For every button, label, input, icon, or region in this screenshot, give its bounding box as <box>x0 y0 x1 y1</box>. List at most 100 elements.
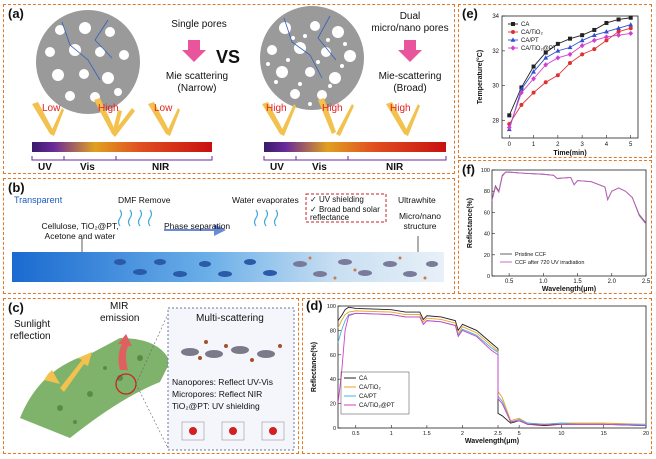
tio2-label: TiO₂@PT: UV shielding <box>172 401 260 411</box>
band-uv-left: UV <box>38 162 52 173</box>
feature-uv: ✓ UV shielding <box>310 195 364 204</box>
legend-box <box>340 371 410 415</box>
data-point <box>628 15 633 20</box>
x-tick-label: 0.5 <box>352 431 360 437</box>
mir-arrow <box>118 334 132 370</box>
data-point <box>531 90 536 95</box>
single-scatter-type: (Narrow) <box>177 83 217 94</box>
data-point <box>591 37 597 43</box>
x-tick-label: 2.0 <box>608 279 617 285</box>
data-point <box>616 29 621 34</box>
y-axis-label: Reflectance(%) <box>311 342 318 392</box>
left-arrow-label-2: High <box>98 103 119 114</box>
panel-b-process <box>12 193 444 282</box>
data-point <box>531 64 536 69</box>
dmf-remove-label: DMF Remove <box>118 195 171 205</box>
x-tick-label: 2 <box>556 142 560 148</box>
data-point <box>580 52 585 57</box>
x-tick-label: 15 <box>601 431 607 437</box>
tio2-crystals <box>181 421 285 441</box>
panel-b <box>3 178 455 294</box>
data-point <box>616 17 621 22</box>
y-tick-label: 40 <box>484 232 490 238</box>
y-tick-label: 0 <box>487 274 490 280</box>
x-tick-label: 2 <box>461 431 464 437</box>
structure-line-2: structure <box>403 221 437 231</box>
vs-label: VS <box>216 47 241 67</box>
dual-pores-title-2: micro/nano pores <box>371 23 449 34</box>
legend-label-2: CA/PT <box>521 38 539 44</box>
left-arrow-label-1: Low <box>42 103 61 114</box>
series-line-0 <box>491 171 647 224</box>
legend-label-0: CA <box>521 22 529 28</box>
sunlight-arrow <box>10 350 60 384</box>
panel-a <box>3 4 455 174</box>
series-line-0 <box>337 306 647 427</box>
data-point <box>628 22 634 27</box>
x-tick-label: 10 <box>558 431 564 437</box>
y-tick-label: 80 <box>484 189 490 195</box>
y-tick-label: 20 <box>330 402 336 408</box>
legend-label-1: CA/TiO₂ <box>521 30 543 36</box>
x-tick-label: 0.5 <box>505 279 514 285</box>
y-tick-label: 20 <box>484 253 490 259</box>
structure-line-1: Micro/nano <box>398 211 442 221</box>
data-point <box>555 55 561 61</box>
arrow-down-right <box>398 40 422 62</box>
y-tick-label: 32 <box>492 49 499 55</box>
data-point <box>519 86 524 91</box>
mir-label-1: MIR <box>110 301 129 312</box>
single-scatter-label: Mie scattering <box>165 71 229 82</box>
transparent-label: Transparent <box>14 195 63 205</box>
x-tick-label: 5 <box>518 431 521 437</box>
legend-label-0: CA <box>359 376 367 382</box>
sunlight-label-2: reflection <box>10 331 51 342</box>
sunlight-label-1: Sunlight <box>14 319 51 330</box>
green-film <box>20 338 170 438</box>
band-vis-left: Vis <box>80 162 95 173</box>
data-point <box>519 102 524 107</box>
legend-label-3: CA/TiO₂@PT <box>359 403 395 409</box>
feature-uv-text: UV shielding <box>318 195 364 204</box>
y-tick-label: 60 <box>484 210 490 216</box>
data-point <box>592 27 597 32</box>
ultrawhite-label: Ultrawhite <box>398 195 436 205</box>
data-point <box>604 20 609 25</box>
data-point <box>555 41 560 46</box>
panel-e-tag: (e) <box>462 6 478 21</box>
data-point <box>555 73 560 78</box>
x-tick-label: 20 <box>643 431 649 437</box>
inset-box <box>167 307 295 451</box>
y-axis-label: Temperature(°C) <box>476 50 484 104</box>
x-tick-label: 1 <box>390 431 393 437</box>
data-point <box>579 37 585 43</box>
plot-frame <box>337 305 647 429</box>
x-tick-label: 2.5 <box>494 431 502 437</box>
legend-label-3: CA/TiO₂@PT <box>521 46 557 52</box>
legend-marker-2 <box>510 37 516 42</box>
feature-solar-text: Broad band solar reflectance <box>310 205 380 223</box>
data-point <box>604 29 609 34</box>
y-tick-label: 28 <box>492 119 499 125</box>
x-tick-label: 4 <box>605 142 609 148</box>
dual-scatter-type: (Broad) <box>393 83 427 94</box>
feature-solar: ✓ Broad band solar reflectance <box>310 205 380 223</box>
data-point <box>519 90 524 96</box>
panel-a-illustration <box>31 6 447 161</box>
legend-label-1: CA/TiO₂ <box>359 385 381 391</box>
dual-pores-title-1: Dual <box>399 11 421 22</box>
panel-c <box>3 298 299 454</box>
y-tick-label: 0 <box>333 426 336 432</box>
ingredients-line-1: Cellulose, TiO₂@PT, <box>41 221 119 231</box>
data-point <box>628 30 634 37</box>
panel-d <box>302 298 652 454</box>
data-point <box>506 124 512 131</box>
panel-a-tag: (a) <box>8 6 24 21</box>
data-point <box>543 55 549 60</box>
data-point <box>531 76 536 82</box>
band-nir-right: NIR <box>386 162 404 173</box>
data-point <box>616 32 621 38</box>
data-point <box>591 32 597 37</box>
feature-box <box>305 193 387 223</box>
